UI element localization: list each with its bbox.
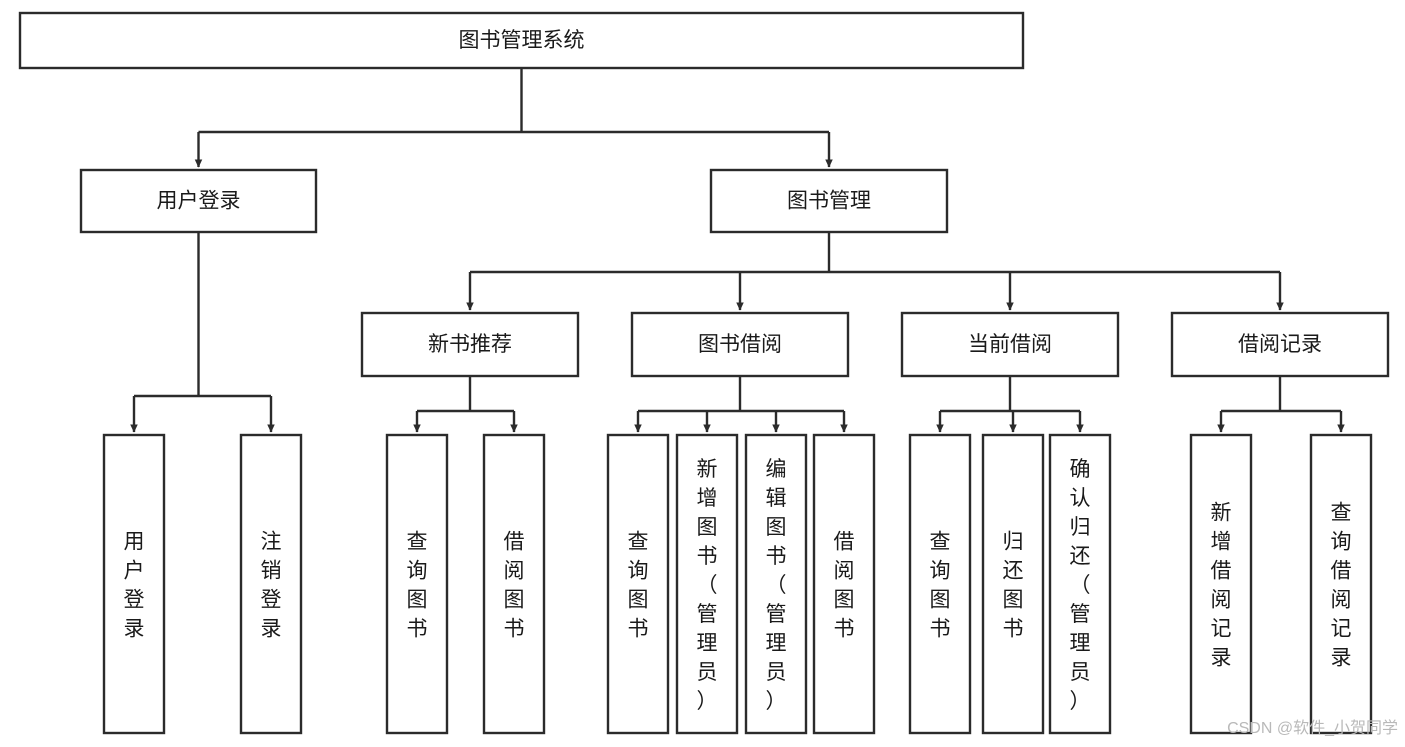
node-box-rect <box>981 433 1045 735</box>
node-label: 用户登录 <box>124 531 145 641</box>
node-leaf-查询图书[interactable]: 查询图书 <box>908 433 972 735</box>
node-label: 借阅记录 <box>1238 333 1322 356</box>
node-label: 新增借阅记录 <box>1211 502 1232 670</box>
node-label: 图书管理系统 <box>459 29 585 52</box>
node-label: 查询借阅记录 <box>1331 502 1352 670</box>
node-label: 借阅图书 <box>834 531 855 641</box>
node-box-rect <box>102 433 166 735</box>
node-box-rect <box>675 433 739 735</box>
node-leaf-查询图书[interactable]: 查询图书 <box>385 433 449 735</box>
node-level2-借阅记录[interactable]: 借阅记录 <box>1170 311 1390 378</box>
node-label: 图书管理 <box>787 190 871 213</box>
node-label: 查询图书 <box>407 531 428 641</box>
node-leaf-编辑图书管理员[interactable]: 编辑图书（管理员） <box>744 433 808 735</box>
node-leaf-注销登录[interactable]: 注销登录 <box>239 433 303 735</box>
node-box-rect <box>18 11 1025 70</box>
node-box-rect <box>630 311 850 378</box>
node-box-rect <box>709 168 949 234</box>
node-leaf-新增借阅记录[interactable]: 新增借阅记录 <box>1189 433 1253 735</box>
node-box-rect <box>606 433 670 735</box>
node-box-rect <box>1170 311 1390 378</box>
node-box-rect <box>908 433 972 735</box>
node-box-rect <box>482 433 546 735</box>
node-box-rect <box>1309 433 1373 735</box>
node-label: 确认归还（管理员） <box>1070 458 1091 713</box>
node-leaf-查询图书[interactable]: 查询图书 <box>606 433 670 735</box>
node-box-rect <box>744 433 808 735</box>
node-box-rect <box>79 168 318 234</box>
node-box-rect <box>1189 433 1253 735</box>
node-level2-图书借阅[interactable]: 图书借阅 <box>630 311 850 378</box>
node-box-rect <box>360 311 580 378</box>
node-label: 归还图书 <box>1003 531 1024 641</box>
node-leaf-用户登录[interactable]: 用户登录 <box>102 433 166 735</box>
node-box-rect <box>900 311 1120 378</box>
node-label: 编辑图书（管理员） <box>766 458 787 713</box>
node-label: 当前借阅 <box>968 333 1052 356</box>
node-label: 图书借阅 <box>698 333 782 356</box>
node-label: 借阅图书 <box>504 531 525 641</box>
node-leaf-借阅图书[interactable]: 借阅图书 <box>482 433 546 735</box>
node-label: 注销登录 <box>261 531 282 641</box>
node-leaf-确认归还管理员[interactable]: 确认归还（管理员） <box>1048 433 1112 735</box>
node-level2-当前借阅[interactable]: 当前借阅 <box>900 311 1120 378</box>
node-leaf-新增图书管理员[interactable]: 新增图书（管理员） <box>675 433 739 735</box>
node-level2-新书推荐[interactable]: 新书推荐 <box>360 311 580 378</box>
node-leaf-借阅图书[interactable]: 借阅图书 <box>812 433 876 735</box>
node-label: 查询图书 <box>628 531 649 641</box>
node-root-图书管理系统[interactable]: 图书管理系统 <box>18 11 1025 70</box>
node-label: 新增图书（管理员） <box>697 458 718 713</box>
node-box-rect <box>812 433 876 735</box>
connector-lines <box>130 68 1345 433</box>
node-leaf-归还图书[interactable]: 归还图书 <box>981 433 1045 735</box>
node-level1-用户登录[interactable]: 用户登录 <box>79 168 318 234</box>
node-box-rect <box>1048 433 1112 735</box>
node-boxes: 图书管理系统用户登录图书管理新书推荐图书借阅当前借阅借阅记录用户登录注销登录查询… <box>18 11 1390 735</box>
node-label: 用户登录 <box>157 190 241 213</box>
node-box-rect <box>239 433 303 735</box>
node-label: 查询图书 <box>930 531 951 641</box>
node-level1-图书管理[interactable]: 图书管理 <box>709 168 949 234</box>
node-label: 新书推荐 <box>428 333 512 356</box>
node-box-rect <box>385 433 449 735</box>
csdn-watermark: CSDN @软件_小贺同学 <box>1227 719 1398 737</box>
node-leaf-查询借阅记录[interactable]: 查询借阅记录 <box>1309 433 1373 735</box>
